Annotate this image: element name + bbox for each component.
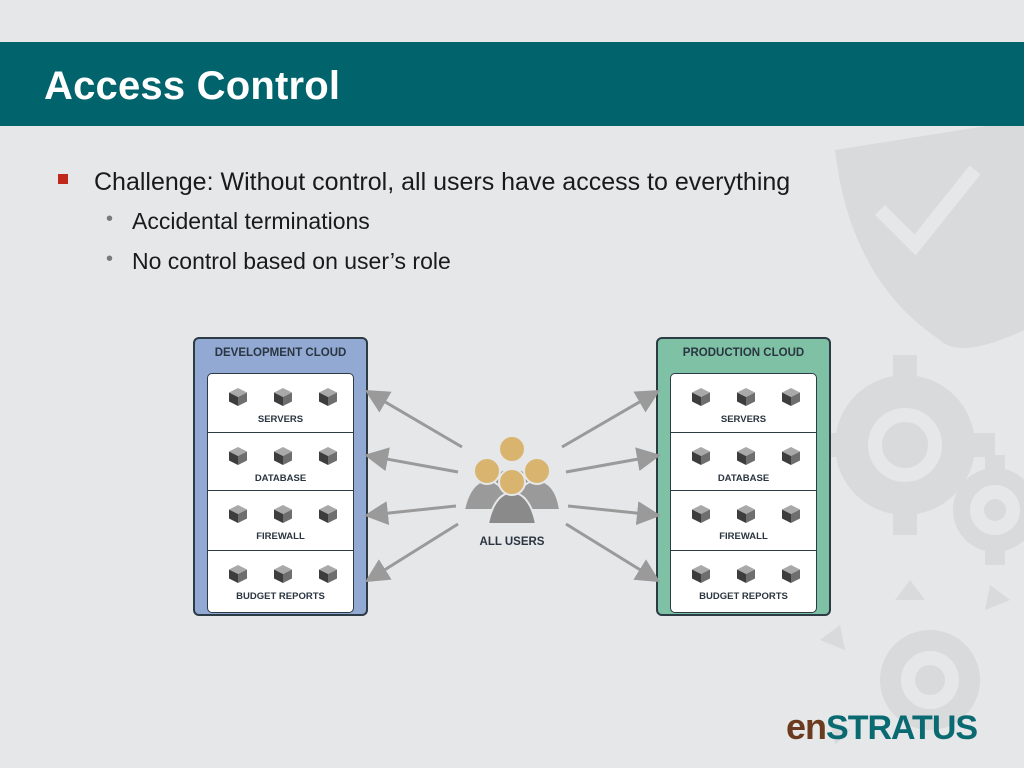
development-cloud-panel: DEVELOPMENT CLOUD SERVERS DATABASE FIREW… <box>193 337 368 616</box>
bullet-sub-text: No control based on user’s role <box>132 248 451 274</box>
resource-label: DATABASE <box>717 473 770 484</box>
development-cloud-resources: SERVERS DATABASE FIREWALL BUDGET REPORTS <box>207 373 354 613</box>
slide-title: Access Control <box>44 64 341 108</box>
cube-group <box>671 504 816 524</box>
arrow-to-dev-firewall <box>364 501 457 526</box>
resource-row: BUDGET REPORTS <box>671 550 816 612</box>
cube-group <box>208 387 353 407</box>
cube-group <box>208 564 353 584</box>
bullet-sub-text: Accidental terminations <box>132 208 370 234</box>
production-cloud-title: PRODUCTION CLOUD <box>682 347 805 359</box>
bullet-main-text: Challenge: Without control, all users ha… <box>94 168 791 196</box>
arrow-to-prod-firewall <box>567 501 661 526</box>
logo-part-2: STRATUS <box>826 709 978 747</box>
enstratus-logo: enSTRATUS <box>786 706 978 748</box>
gear-icon <box>815 355 995 535</box>
dot-bullet-icon: • <box>106 248 114 270</box>
development-cloud-title: DEVELOPMENT CLOUD <box>214 347 347 359</box>
title-bar: Access Control <box>0 42 1024 126</box>
arrow-to-dev-servers <box>364 389 463 449</box>
production-cloud-resources: SERVERS DATABASE FIREWALL BUDGET REPORTS <box>670 373 817 613</box>
resource-row: FIREWALL <box>671 490 816 550</box>
users-group-icon <box>462 435 562 525</box>
arrow-to-prod-database <box>565 447 661 474</box>
resource-label: BUDGET REPORTS <box>699 591 788 602</box>
logo-part-1: en <box>786 706 827 747</box>
arrow-to-dev-budget <box>364 522 459 583</box>
cube-group <box>208 504 353 524</box>
resource-row: FIREWALL <box>208 490 353 550</box>
arrows-icon <box>820 580 1010 745</box>
resource-label: BUDGET REPORTS <box>236 591 325 602</box>
cube-group <box>671 446 816 466</box>
cube-group <box>671 387 816 407</box>
resource-row: SERVERS <box>671 374 816 432</box>
resource-label: SERVERS <box>720 414 767 425</box>
resource-label: FIREWALL <box>256 531 305 542</box>
arrow-to-prod-servers <box>561 389 661 449</box>
square-bullet-icon <box>58 174 68 184</box>
bullet-main: Challenge: Without control, all users ha… <box>58 168 790 202</box>
resource-label: DATABASE <box>254 473 307 484</box>
arrow-to-dev-database <box>364 447 459 474</box>
arrow-to-prod-budget <box>565 522 661 583</box>
resource-label: FIREWALL <box>719 531 768 542</box>
bullet-list: Challenge: Without control, all users ha… <box>58 168 790 288</box>
dot-bullet-icon: • <box>106 208 114 230</box>
all-users-label: ALL USERS <box>479 536 545 548</box>
resource-row: DATABASE <box>671 432 816 490</box>
cube-group <box>208 446 353 466</box>
cube-group <box>671 564 816 584</box>
resource-row: DATABASE <box>208 432 353 490</box>
resource-row: BUDGET REPORTS <box>208 550 353 612</box>
resource-row: SERVERS <box>208 374 353 432</box>
production-cloud-panel: PRODUCTION CLOUD SERVERS DATABASE FIREWA… <box>656 337 831 616</box>
resource-label: SERVERS <box>257 414 304 425</box>
